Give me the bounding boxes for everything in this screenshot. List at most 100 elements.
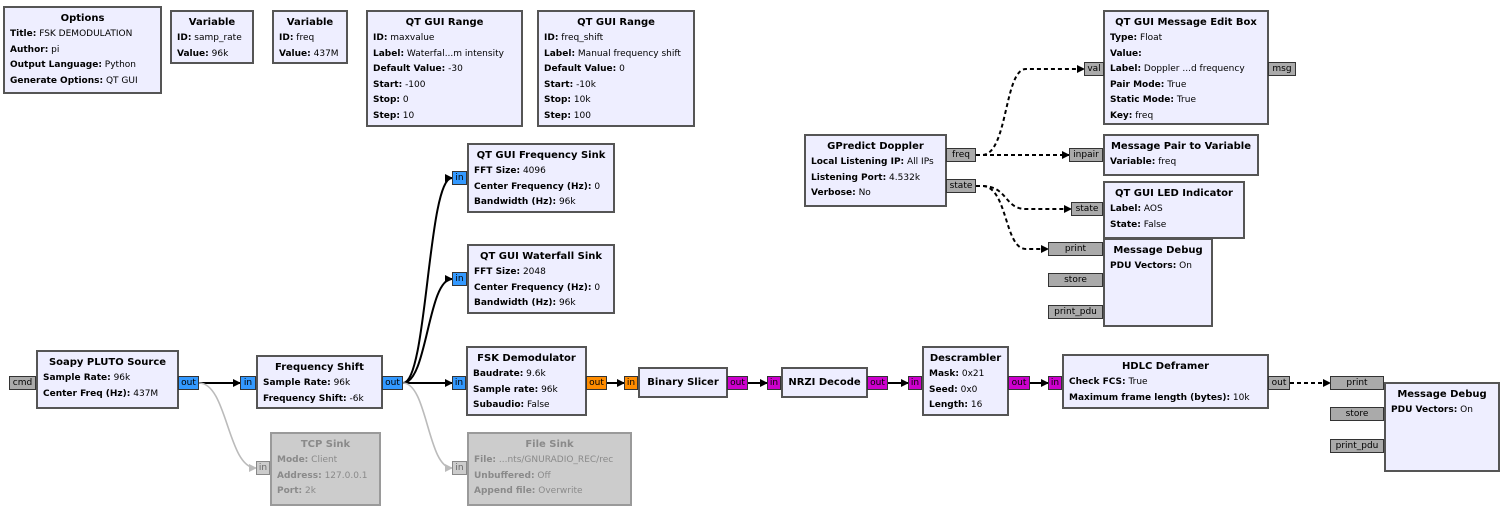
port-slicer-out[interactable]: out — [727, 376, 748, 390]
param-value: 0 — [616, 64, 625, 74]
param-value: Python — [101, 60, 136, 70]
port-wsink-in[interactable]: in — [452, 272, 467, 286]
param-key: Label: — [1110, 64, 1142, 74]
port-md2-print-pdu[interactable]: print_pdu — [1330, 439, 1384, 453]
param-value: 96k — [556, 298, 576, 308]
connection-gp-freq-to-msgbox-val[interactable] — [976, 65, 1085, 156]
param-key: Maximum frame length (bytes): — [1069, 392, 1231, 403]
port-fsk-in[interactable]: in — [452, 376, 466, 390]
port-msgbox-msg[interactable]: msg — [1268, 62, 1296, 76]
connection-fshift-out-to-wsink-in[interactable] — [402, 275, 453, 384]
block-title: Variable — [188, 17, 236, 28]
port-md2-store[interactable]: store — [1330, 407, 1384, 421]
port-soapy-out[interactable]: out — [178, 376, 199, 390]
port-nrzi-in[interactable]: in — [767, 376, 781, 390]
param-value: Manual frequency shift — [575, 48, 681, 59]
param-key: Value: — [1110, 48, 1142, 59]
port-md1-print[interactable]: print — [1048, 242, 1103, 256]
port-gp-state[interactable]: state — [946, 179, 976, 193]
port-tcp-in[interactable]: in — [256, 461, 270, 475]
param-value: 16 — [968, 400, 983, 410]
param-value: samp_rate — [191, 33, 242, 43]
param-key: Subaudio: — [473, 400, 525, 410]
param-key: PDU Vectors: — [1391, 405, 1458, 415]
param-key: Mode: — [277, 455, 309, 465]
param-key: Center Freq (Hz): — [43, 388, 131, 399]
port-fshift-out[interactable]: out — [382, 376, 403, 390]
param-key: Title: — [10, 29, 37, 39]
port-pair-inpair[interactable]: inpair — [1069, 148, 1103, 162]
port-hdlc-out[interactable]: out — [1268, 376, 1290, 390]
port-md1-print-pdu[interactable]: print_pdu — [1048, 305, 1103, 319]
param-value: True — [1174, 95, 1196, 105]
param-key: Length: — [929, 400, 968, 410]
port-msgbox-val[interactable]: val — [1084, 62, 1104, 76]
port-slicer-in[interactable]: in — [624, 376, 638, 390]
block-binary-slicer[interactable]: Binary Slicer — [638, 367, 728, 398]
param-value: 10k — [1230, 392, 1250, 403]
param-value: False — [524, 400, 550, 410]
port-hdlc-in[interactable]: in — [1048, 376, 1062, 390]
block-title: Variable — [286, 17, 334, 28]
param-value: 4.532k — [886, 172, 921, 183]
block-title: QT GUI Waterfall Sink — [479, 251, 603, 262]
connection-fshift-out-to-file-in[interactable] — [402, 382, 453, 472]
block-nrzi[interactable]: NRZI Decode — [781, 367, 868, 398]
block-param: Stop: 10k — [544, 93, 688, 109]
port-desc-in[interactable]: in — [908, 376, 922, 390]
port-soapy-cmd[interactable]: cmd — [9, 376, 36, 390]
block-title: GPredict Doppler — [827, 141, 924, 152]
connection-soapy-out-to-tcp-in[interactable] — [198, 382, 257, 472]
param-key: Address: — [277, 470, 322, 481]
port-fsk-out[interactable]: out — [586, 376, 607, 390]
port-desc-out[interactable]: out — [1008, 376, 1030, 390]
port-fsink-in[interactable]: in — [452, 171, 467, 185]
block-param: Frequency Shift: -6k — [263, 392, 376, 408]
param-key: Seed: — [929, 384, 958, 395]
param-value: True — [1164, 79, 1187, 90]
block-param: Verbose: No — [811, 186, 940, 202]
block-title: QT GUI LED Indicator — [1114, 188, 1233, 199]
block-title: Message Pair to Variable — [1110, 141, 1251, 152]
port-file-in[interactable]: in — [452, 461, 467, 475]
port-md1-store[interactable]: store — [1048, 273, 1103, 287]
port-md2-print[interactable]: print — [1330, 376, 1384, 390]
param-value: 0 — [591, 282, 601, 293]
param-value: freq — [293, 33, 315, 43]
connection-gp-state-to-md1-print[interactable] — [976, 185, 1049, 253]
port-nrzi-out[interactable]: out — [867, 376, 888, 390]
block-param: Address: 127.0.0.1 — [277, 469, 374, 485]
block-param: Append file: Overwrite — [474, 484, 625, 500]
port-fshift-in[interactable]: in — [240, 376, 256, 390]
block-param: State: False — [1110, 218, 1238, 234]
port-led-state[interactable]: state — [1071, 202, 1103, 216]
block-param: FFT Size: 4096 — [474, 164, 608, 180]
connection-fshift-out-to-fsink-in[interactable] — [402, 174, 453, 384]
param-value: Doppler ...d frequency — [1141, 64, 1245, 74]
param-key: Sample Rate: — [43, 373, 111, 383]
param-value: -6k — [346, 393, 364, 404]
block-title: FSK Demodulator — [477, 353, 576, 364]
port-gp-freq[interactable]: freq — [946, 148, 976, 162]
block-param: Start: -10k — [544, 78, 688, 94]
